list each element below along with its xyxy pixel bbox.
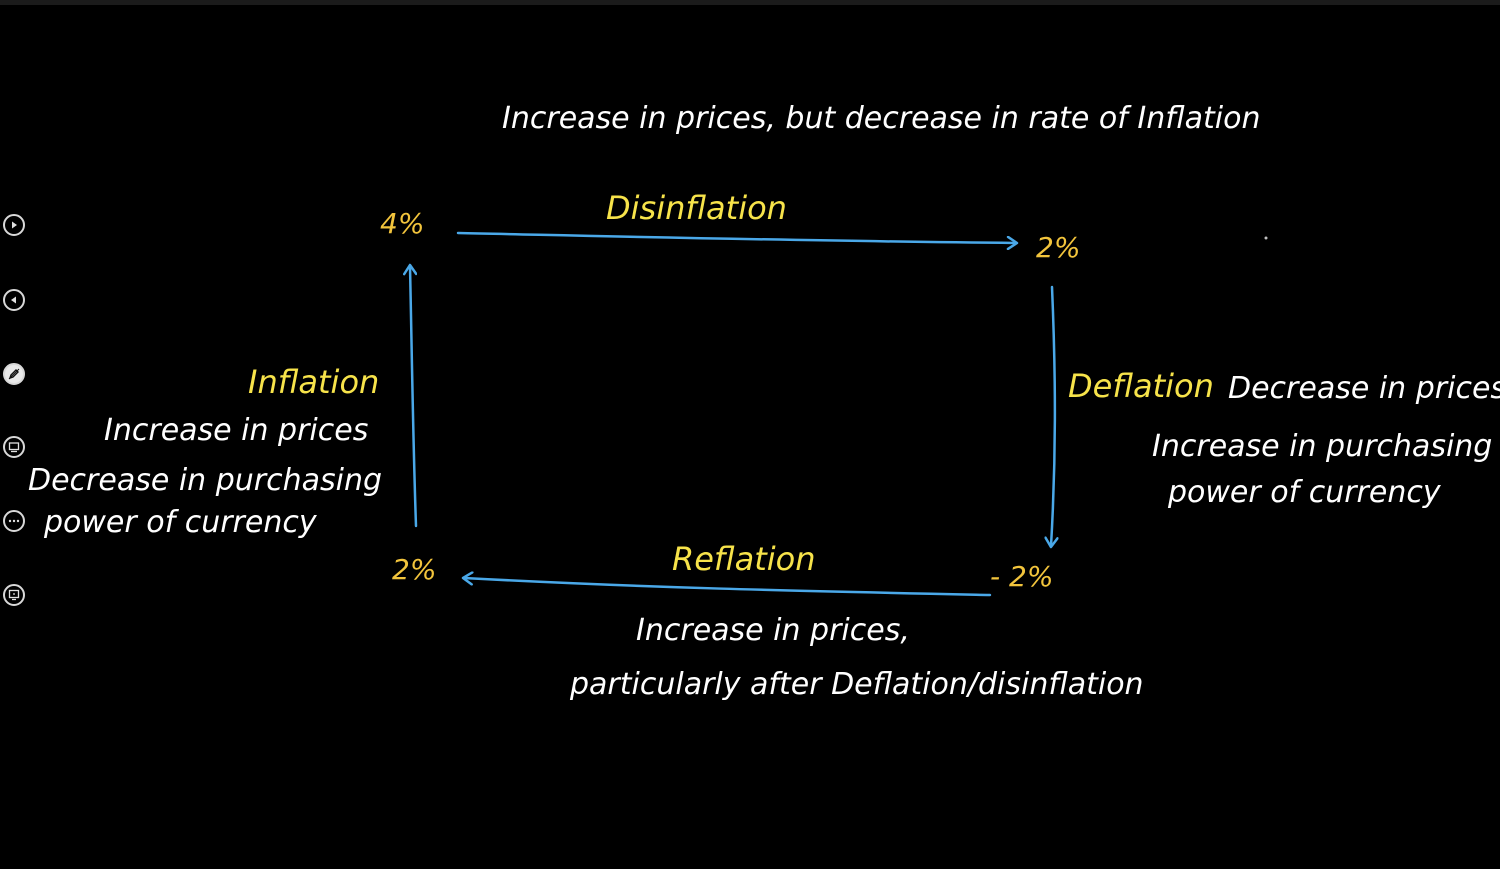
back-icon[interactable] (3, 289, 25, 311)
deflation-label: Deflation (1068, 367, 1214, 405)
reflation-note-2: particularly after Deflation/disinflatio… (570, 667, 1144, 702)
node-top-right: 2% (1036, 231, 1081, 264)
node-bottom-right: - 2% (990, 560, 1054, 593)
deflation-arrow (1051, 285, 1055, 546)
window-top-strip (0, 0, 1500, 5)
disinflation-caption: Increase in prices, but decrease in rate… (502, 101, 1261, 136)
inflation-label: Inflation (248, 363, 380, 401)
inflation-note-2: Decrease in purchasing (28, 463, 383, 498)
inflation-note-3: power of currency (44, 505, 317, 540)
reflation-arrow (464, 578, 992, 597)
deflation-note-2: Increase in purchasing (1152, 429, 1493, 464)
stray-dot (1264, 236, 1268, 240)
reflation-label: Reflation (672, 540, 816, 578)
deflation-note-3: power of currency (1168, 475, 1441, 510)
settings-icon[interactable] (3, 584, 25, 606)
more-icon[interactable] (3, 510, 25, 532)
reflation-note-1: Increase in prices, (636, 613, 910, 648)
inflation-note-1: Increase in prices (104, 413, 369, 448)
node-top-left: 4% (380, 207, 425, 240)
pen-icon[interactable] (3, 363, 25, 385)
play-icon[interactable] (3, 214, 25, 236)
screen-icon[interactable] (3, 436, 25, 458)
disinflation-arrow (456, 231, 1016, 243)
disinflation-label: Disinflation (606, 189, 787, 227)
left-toolbar (0, 200, 32, 620)
node-bottom-left: 2% (392, 553, 437, 586)
inflation-arrow (410, 266, 418, 528)
deflation-note-1: Decrease in prices (1228, 371, 1500, 406)
